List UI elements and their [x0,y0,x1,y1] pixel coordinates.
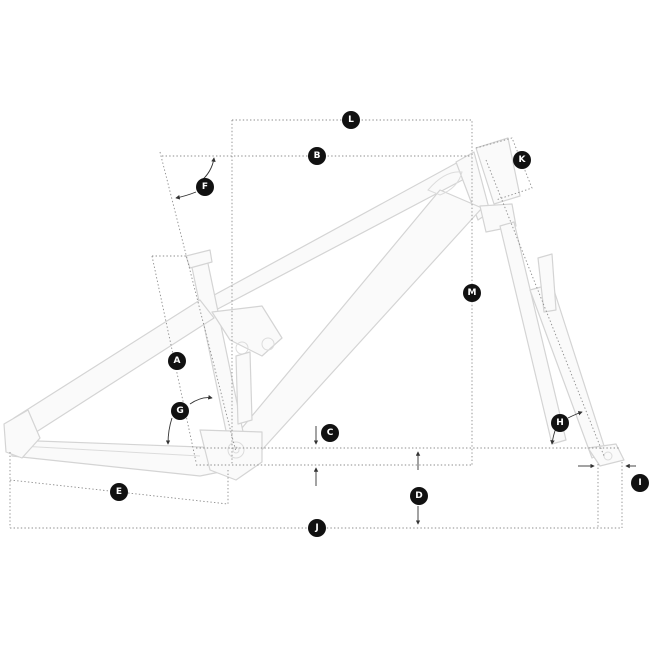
marker-b: B [308,147,326,165]
marker-j: J [308,519,326,537]
marker-l-circle [342,111,360,129]
marker-j-circle [308,519,326,537]
marker-c: C [321,424,339,442]
marker-e: E [110,483,128,501]
marker-c-circle [321,424,339,442]
rear-dropout [3,409,41,459]
marker-g: G [171,402,189,420]
arrow-g-right [189,395,213,405]
marker-f-circle [196,178,214,196]
marker-i: I [631,474,649,492]
fork-steerer-boot [475,137,521,205]
marker-a: A [168,352,186,370]
fork-stanchion [499,221,567,445]
arrow-f-down [175,191,197,200]
marker-h: H [551,414,569,432]
marker-m-circle [463,284,481,302]
rear-shock [235,351,253,425]
marker-f: F [196,178,214,196]
rocker-pivot [261,337,275,351]
marker-g-circle [171,402,189,420]
fork-dropout [587,443,625,467]
chain-stay [9,439,231,477]
dim-seat-angle-line [159,151,237,453]
bb-shell [227,441,245,459]
marker-d-label: D [415,491,422,501]
dim-l-box [231,119,473,465]
bb-axle [232,446,240,454]
marker-k-circle [513,151,531,169]
front-axle [603,451,613,461]
bottom-bracket [199,429,263,481]
marker-h-label: H [556,418,564,428]
marker-g-label: G [176,406,183,416]
marker-f-label: F [202,182,208,192]
marker-b-label: B [314,151,321,161]
marker-j-label: J [314,523,318,533]
marker-m: M [463,284,481,302]
marker-d-circle [410,487,428,505]
marker-h-circle [551,414,569,432]
dim-e-line [9,452,229,528]
chain-stay-detail [19,445,201,457]
bike-frame [3,137,625,481]
marker-k: K [513,151,531,169]
marker-i-circle [631,474,649,492]
head-gusset [427,171,463,196]
marker-k-label: K [519,155,527,165]
marker-e-label: E [116,487,122,497]
arrow-h-right [567,411,583,419]
dim-head-angle-line [485,159,605,457]
marker-e-circle [110,483,128,501]
marker-l: L [342,111,360,129]
marker-badges: A B C D E F G H [110,111,649,537]
marker-a-label: A [174,356,181,366]
dim-k-box [475,137,533,201]
marker-i-label: I [638,478,641,488]
marker-b-circle [308,147,326,165]
marker-l-label: L [348,115,354,125]
fork-arch [537,253,557,313]
marker-d: D [410,487,428,505]
marker-m-label: M [468,288,477,298]
arrow-g-down [165,417,173,445]
marker-c-label: C [327,428,334,438]
rocker-link [211,305,283,357]
marker-a-circle [168,352,186,370]
